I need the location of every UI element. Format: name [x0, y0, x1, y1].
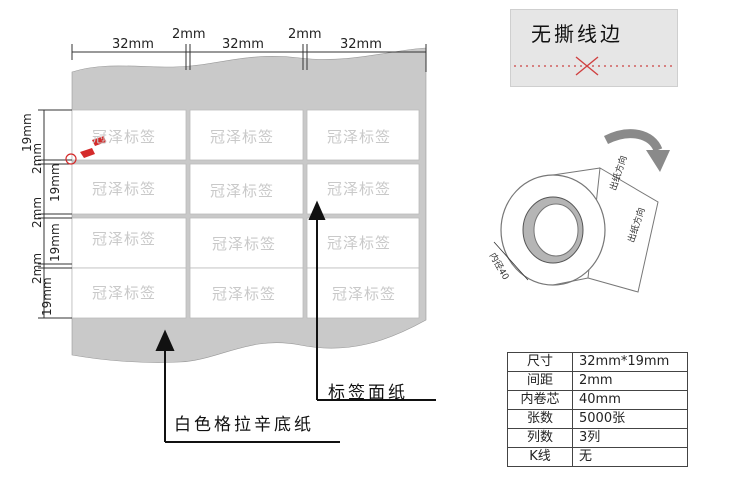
spec-key: 内卷芯: [507, 390, 573, 410]
label-text: 冠泽标签: [92, 180, 157, 198]
label-cell: [71, 267, 187, 319]
label-text: 冠泽标签: [327, 128, 392, 146]
top-dim-label: 32mm: [222, 37, 264, 52]
table-row: K线 无: [507, 447, 688, 467]
left-dim-label: 19mm: [48, 163, 62, 202]
label-cell: [71, 163, 187, 215]
left-dim-label: 2mm: [30, 142, 44, 174]
label-cell: [306, 267, 420, 319]
cross-icon: [575, 56, 599, 76]
callout-arrows: [155, 200, 436, 443]
table-row: 间距 2mm: [507, 371, 688, 391]
label-cell: [71, 217, 187, 269]
spec-value: 无: [572, 447, 688, 467]
spec-value: 40mm: [572, 390, 688, 410]
no-tear-line-box: [510, 9, 678, 87]
label-text: 冠泽标签: [92, 230, 157, 248]
backing-paper-callout: 白色格拉辛底纸: [174, 415, 314, 435]
table-row: 列数 3列: [507, 428, 688, 448]
top-dim-label: 2mm: [172, 27, 206, 42]
face-paper-callout: 标签面纸: [328, 383, 408, 403]
label-text: 冠泽标签: [92, 284, 157, 302]
label-cell: [306, 109, 420, 161]
top-dim-label: 2mm: [288, 27, 322, 42]
left-dimension-lines: [38, 109, 72, 319]
red-mark-icon: [65, 136, 106, 165]
spec-key: 张数: [507, 409, 573, 429]
curved-arrow-icon: [603, 129, 670, 172]
top-dimension-lines: [71, 44, 427, 72]
left-dim-label: 19mm: [48, 223, 62, 262]
spec-key: K线: [507, 447, 573, 467]
spec-value: 5000张: [572, 409, 688, 429]
table-row: 尺寸 32mm*19mm: [507, 352, 688, 372]
spec-table: 尺寸 32mm*19mm 间距 2mm 内卷芯 40mm 张数 5000张 列数…: [507, 352, 688, 467]
label-text: 冠泽标签: [212, 235, 277, 253]
label-text: 冠泽标签: [210, 128, 275, 146]
no-tear-line-graphic: [514, 56, 674, 76]
spec-value: 32mm*19mm: [572, 352, 688, 372]
spec-key: 尺寸: [507, 352, 573, 372]
no-tear-line-title: 无撕线边: [531, 22, 623, 46]
label-text: 冠泽标签: [210, 182, 275, 200]
left-dim-label: 2mm: [30, 196, 44, 228]
label-roll-graphic: [493, 167, 659, 293]
label-cell: [189, 163, 304, 215]
top-dim-label: 32mm: [112, 37, 154, 52]
label-cells: [71, 109, 420, 319]
label-text: 冠泽标签: [212, 285, 277, 303]
spec-key: 间距: [507, 371, 573, 391]
label-text: 冠泽标签: [327, 234, 392, 252]
top-dim-label: 32mm: [340, 37, 382, 52]
label-sheet-diagram: [38, 44, 436, 443]
label-cell: [189, 267, 304, 319]
table-row: 内卷芯 40mm: [507, 390, 688, 410]
left-dim-label: 19mm: [40, 277, 54, 316]
label-cell: [306, 217, 420, 269]
label-cell: [189, 217, 304, 269]
table-row: 张数 5000张: [507, 409, 688, 429]
spec-value: 2mm: [572, 371, 688, 391]
label-cell: [189, 109, 304, 161]
label-text: 冠泽标签: [92, 128, 157, 146]
spec-value: 3列: [572, 428, 688, 448]
label-cell: [306, 163, 420, 215]
label-text: 冠泽标签: [327, 180, 392, 198]
label-text: 冠泽标签: [332, 285, 397, 303]
spec-key: 列数: [507, 428, 573, 448]
